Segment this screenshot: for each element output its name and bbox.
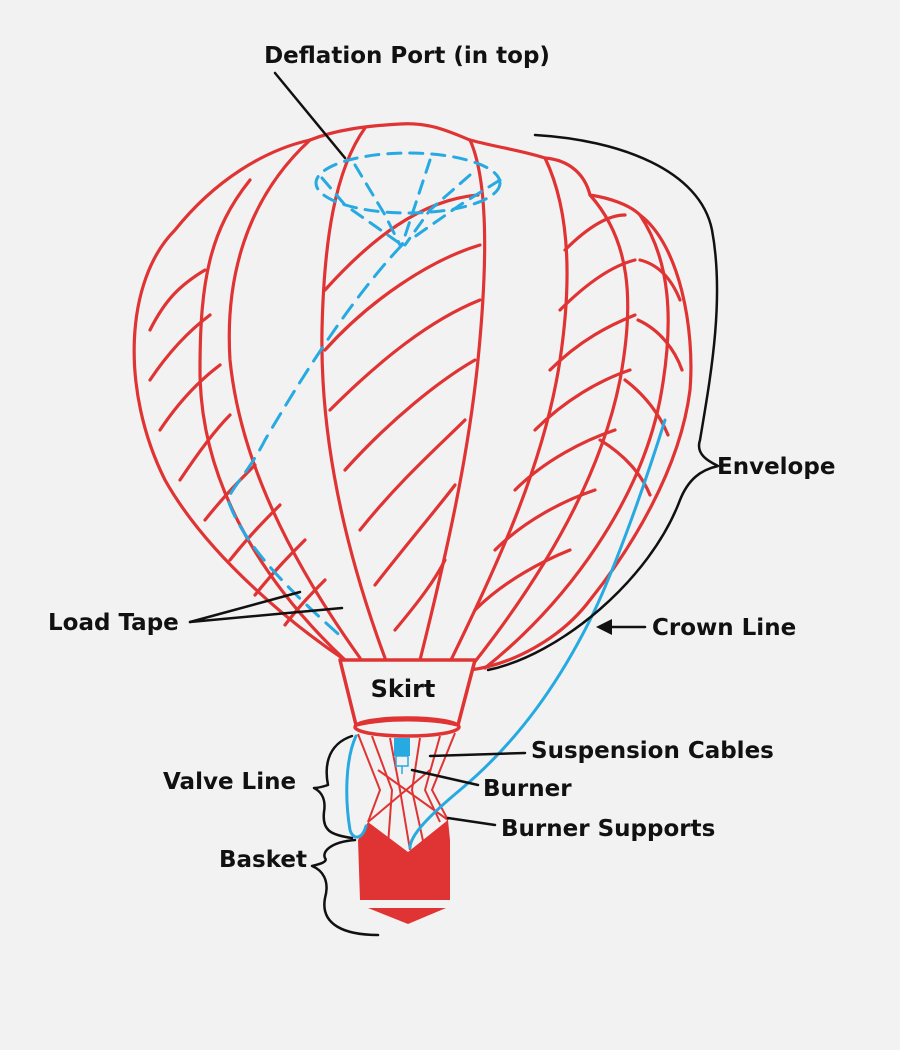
deflation-port (314, 151, 502, 215)
burner (394, 738, 410, 774)
load-tape-line (323, 193, 480, 292)
label-crown-line: Crown Line (652, 615, 796, 641)
burner-leader (410, 768, 480, 787)
load-tape-line (253, 538, 307, 597)
leader-lines (188, 71, 720, 937)
load-tape-line (393, 558, 447, 632)
load-tape-line (638, 258, 682, 302)
envelope-brace (486, 133, 720, 672)
load-tape-leader (188, 606, 344, 624)
load-tape-line (158, 363, 222, 432)
burner-frame (395, 755, 409, 767)
load-tape-line (493, 488, 597, 552)
label-load-tape: Load Tape (48, 610, 179, 636)
load-tape-line (343, 358, 477, 472)
envelope-gore-seam (448, 156, 569, 664)
load-tape-line (473, 548, 572, 612)
skirt (338, 658, 477, 738)
basket (358, 820, 450, 924)
label-envelope: Envelope (717, 454, 835, 480)
skirt-rim (353, 716, 461, 738)
suspension-cable (389, 737, 411, 851)
suspension-cables-leader (428, 751, 527, 758)
label-burner-supports: Burner Supports (501, 816, 715, 842)
suspension-cable (357, 733, 382, 823)
label-basket: Basket (219, 847, 307, 873)
suspension-cable (430, 732, 456, 821)
basket-bottom (368, 908, 446, 924)
load-tape-line (373, 483, 457, 587)
label-deflation-port: Deflation Port (in top) (264, 43, 550, 69)
deflation-port-cord (320, 158, 502, 247)
crown-line-arrowhead (596, 619, 612, 635)
envelope-gore-seam (198, 178, 347, 662)
crown-line (408, 418, 667, 850)
load-tape-line (328, 298, 482, 412)
burner-supports-leader (446, 816, 497, 827)
suspension-cable (371, 735, 394, 846)
load-tape-line (283, 578, 327, 627)
basket-body (358, 820, 450, 900)
valve-line-brace (312, 734, 354, 840)
blue-lines (226, 151, 667, 850)
load-tape-line (178, 413, 232, 482)
load-tape-line (148, 313, 212, 382)
label-skirt: Skirt (371, 675, 436, 703)
burner-body (394, 738, 410, 756)
envelope-gore-seam (483, 213, 670, 670)
balloon-envelope (132, 122, 693, 672)
valve-line (226, 243, 404, 642)
envelope-outline (132, 122, 693, 672)
load-tape-line (558, 258, 637, 312)
envelope-gore-seam (227, 138, 362, 660)
load-tape-line (228, 503, 282, 562)
load-tape-line (636, 318, 684, 372)
envelope-gore-seam (418, 138, 487, 662)
load-tape-line (513, 428, 617, 492)
load-tape-line (323, 243, 482, 352)
load-tape-line (623, 378, 670, 437)
deflation-port-leader (273, 71, 347, 160)
load-tape-line (148, 268, 207, 332)
basket-brace (310, 838, 380, 937)
burner-support-cable (367, 769, 431, 823)
load-tape-line (548, 313, 637, 372)
label-burner: Burner (483, 776, 572, 802)
load-tape-line (533, 368, 632, 432)
envelope-gore-seam (468, 193, 630, 670)
load-tape-line (203, 463, 257, 522)
suspension-cable (410, 737, 426, 851)
load-tape-hatching (148, 193, 684, 632)
labels: Deflation Port (in top) Envelope Crown L… (48, 43, 835, 873)
load-tape-leader (188, 590, 302, 624)
load-tape-line (358, 418, 467, 532)
label-valve-line: Valve Line (163, 769, 296, 795)
load-tape-line (563, 213, 627, 252)
load-tape-line (598, 438, 652, 497)
label-suspension-cables: Suspension Cables (531, 738, 774, 764)
valve-line-solid (345, 734, 368, 839)
